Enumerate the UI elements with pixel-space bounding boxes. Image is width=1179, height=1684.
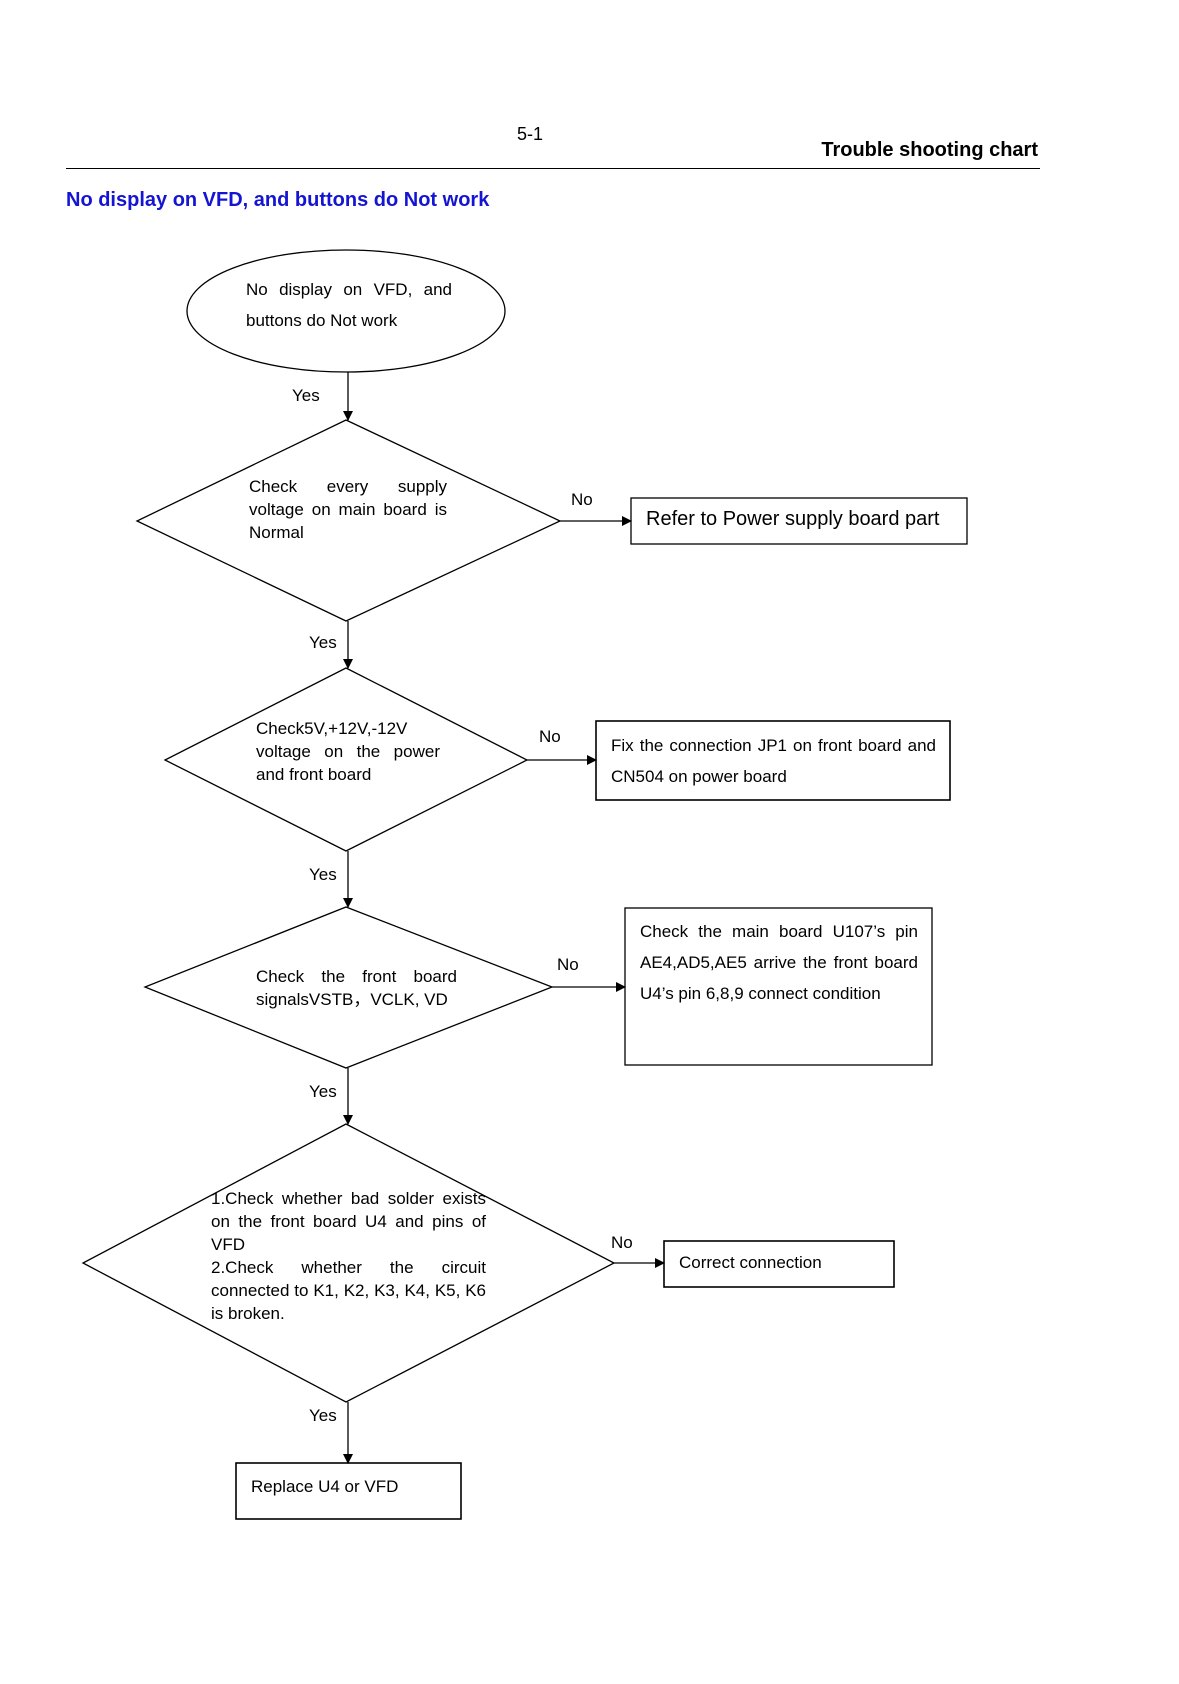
decision-2-text: Check5V,+12V,-12V voltage on the power a…	[256, 719, 440, 784]
no-label: No	[539, 727, 561, 746]
decision-3-diamond	[143, 906, 554, 1069]
yes-label: Yes	[292, 386, 320, 405]
yes-label: Yes	[309, 1082, 337, 1101]
decision-2-diamond	[163, 667, 529, 852]
page-number: 5-1	[516, 124, 543, 144]
no-label: No	[611, 1233, 633, 1252]
no-label: No	[557, 955, 579, 974]
start-text: No display on VFD, and buttons do Not wo…	[246, 280, 452, 330]
decision-3-text: Check the front board signalsVSTB，VCLK, …	[256, 967, 457, 1009]
yes-label: Yes	[309, 1406, 337, 1425]
final-action-text: Replace U4 or VFD	[251, 1477, 399, 1496]
no-action-3-text: Check the main board U107’s pin AE4,AD5,…	[640, 922, 918, 1003]
section-title: No display on VFD, and buttons do Not wo…	[66, 189, 490, 211]
no-action-4-text: Correct connection	[679, 1253, 822, 1272]
no-action-2-text: Fix the connection JP1 on front board an…	[611, 736, 936, 786]
no-label: No	[571, 490, 593, 509]
decision-4-text: 1.Check whether bad solder exists on the…	[211, 1189, 486, 1323]
decision-4-diamond	[81, 1123, 616, 1403]
header-rule	[66, 168, 1040, 169]
yes-label: Yes	[309, 633, 337, 652]
yes-label: Yes	[309, 865, 337, 884]
decision-1-diamond	[135, 419, 562, 622]
no-action-1-text: Refer to Power supply board part	[646, 508, 940, 530]
decision-1-text: Check every supply voltage on main board…	[249, 477, 447, 542]
start-ellipse	[186, 249, 506, 373]
header-title: Trouble shooting chart	[821, 139, 1038, 161]
